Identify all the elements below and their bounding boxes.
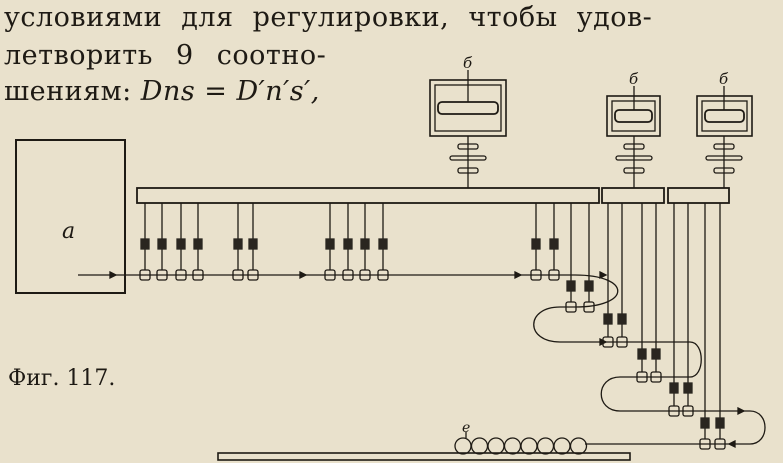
coiling-roller [454, 437, 472, 455]
gear-box [325, 238, 335, 250]
direction-arrow [599, 337, 608, 347]
box-a [15, 139, 126, 294]
motor-b-2: б [606, 70, 661, 188]
shaft-coupling [705, 155, 743, 161]
roll-stand [232, 203, 244, 281]
roll-stand [682, 203, 694, 417]
gear-box [603, 313, 613, 325]
gear-box [669, 382, 679, 394]
body-text-line-2: летворить 9 соотно- [4, 40, 327, 71]
label-a: а [62, 219, 75, 244]
motor-b-3: б [696, 70, 753, 188]
shaft-coupling [713, 143, 735, 150]
roll-stand [668, 203, 680, 417]
gear-box [531, 238, 541, 250]
coiling-roller [536, 437, 555, 455]
coiling-roller [569, 437, 588, 455]
shaft-coupling [623, 143, 645, 150]
shaft-coupling [457, 167, 479, 174]
gear-box [157, 238, 167, 250]
gear-box [566, 280, 576, 292]
gear-box [176, 238, 186, 250]
roll-stand [548, 203, 560, 281]
gear-box [248, 238, 258, 250]
body-text-line-3: шениям: Dns = D′n′s′, [4, 76, 320, 107]
gear-box [140, 238, 150, 250]
motor-rotor [437, 101, 499, 115]
roll-stand [247, 203, 259, 281]
roll-stand [139, 203, 151, 281]
roll-stand [616, 203, 628, 348]
roll-stand [175, 203, 187, 281]
gear-box [617, 313, 627, 325]
formula: Dns = D′n′s′, [140, 76, 320, 107]
direction-arrow [737, 406, 746, 416]
roll-stand [530, 203, 542, 281]
gear-box [378, 238, 388, 250]
drive-shaft-main [136, 187, 600, 204]
coiling-roller [487, 437, 505, 455]
base-plate [217, 452, 631, 461]
shaft-coupling [713, 167, 735, 174]
figure-caption: Фиг. 117. [8, 366, 116, 391]
gear-box [233, 238, 243, 250]
drive-shaft-segment-3 [667, 187, 730, 204]
roll-stand [192, 203, 204, 281]
direction-arrow [727, 439, 736, 449]
gear-box [637, 348, 647, 360]
direction-arrow [599, 270, 608, 280]
label-b: б [463, 54, 473, 72]
shaft-coupling [457, 143, 479, 150]
label-b: б [719, 70, 729, 88]
roll-stand [156, 203, 168, 281]
gear-box [683, 382, 693, 394]
shaft-coupling [615, 155, 653, 161]
shaft-coupling [623, 167, 645, 174]
roll-stand [583, 203, 595, 313]
roll-stand [636, 203, 648, 383]
roll-stand [324, 203, 336, 281]
roll-stand [359, 203, 371, 281]
label-b: б [629, 70, 639, 88]
motor-rotor [614, 109, 653, 123]
gear-box [549, 238, 559, 250]
strip-path [78, 274, 766, 445]
body-text-line-1: условиями для регулировки, чтобы удов- [4, 2, 653, 33]
gear-box [700, 417, 710, 429]
roll-stand [714, 203, 726, 450]
gear-box [360, 238, 370, 250]
coiling-roller [520, 437, 538, 455]
gear-box [193, 238, 203, 250]
shaft-coupling [449, 155, 487, 161]
roll-stand [699, 203, 711, 450]
roll-stand [377, 203, 389, 281]
direction-arrow [299, 270, 308, 280]
motor-b-1: б [429, 54, 507, 188]
roll-stand [565, 203, 577, 313]
motor-rotor [704, 109, 745, 123]
roll-stand [602, 203, 614, 348]
drive-shaft-segment-2 [601, 187, 665, 204]
roll-stand [650, 203, 662, 383]
direction-arrow [109, 270, 118, 280]
gear-box [715, 417, 725, 429]
label-e: е [462, 420, 470, 436]
gear-box [584, 280, 594, 292]
roll-stand [342, 203, 354, 281]
direction-arrow [514, 270, 523, 280]
body-text-prefix: шениям: [4, 76, 141, 107]
coiling-roller [470, 437, 489, 455]
coiling-roller [503, 437, 522, 455]
gear-box [651, 348, 661, 360]
coiling-roller [553, 437, 571, 455]
gear-box [343, 238, 353, 250]
